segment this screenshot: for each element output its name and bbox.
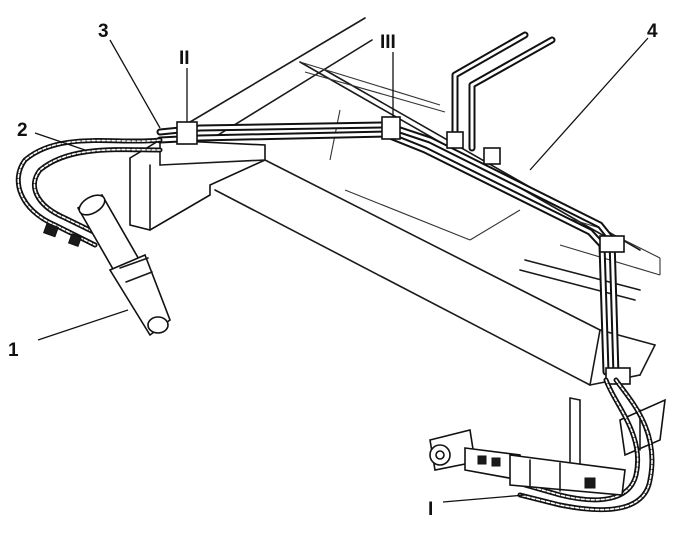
rigid-pipeline	[156, 31, 631, 385]
right-flexible-hoses	[517, 377, 655, 513]
callout-labels: 1 2 3 4 II III I	[8, 21, 658, 520]
label-roman-II: II	[179, 48, 190, 69]
label-item-4: 4	[647, 21, 658, 42]
label-roman-III: III	[380, 32, 396, 53]
left-flexible-hoses	[15, 137, 163, 248]
chassis-frame	[129, 17, 666, 471]
leader-lines	[34, 37, 649, 503]
label-item-1: 1	[8, 340, 19, 361]
label-item-2: 2	[17, 120, 28, 141]
left-hydraulic-cylinder	[43, 193, 171, 337]
label-item-3: 3	[98, 21, 109, 42]
label-roman-I: I	[428, 499, 433, 520]
right-hydraulic-cylinder	[429, 429, 626, 496]
